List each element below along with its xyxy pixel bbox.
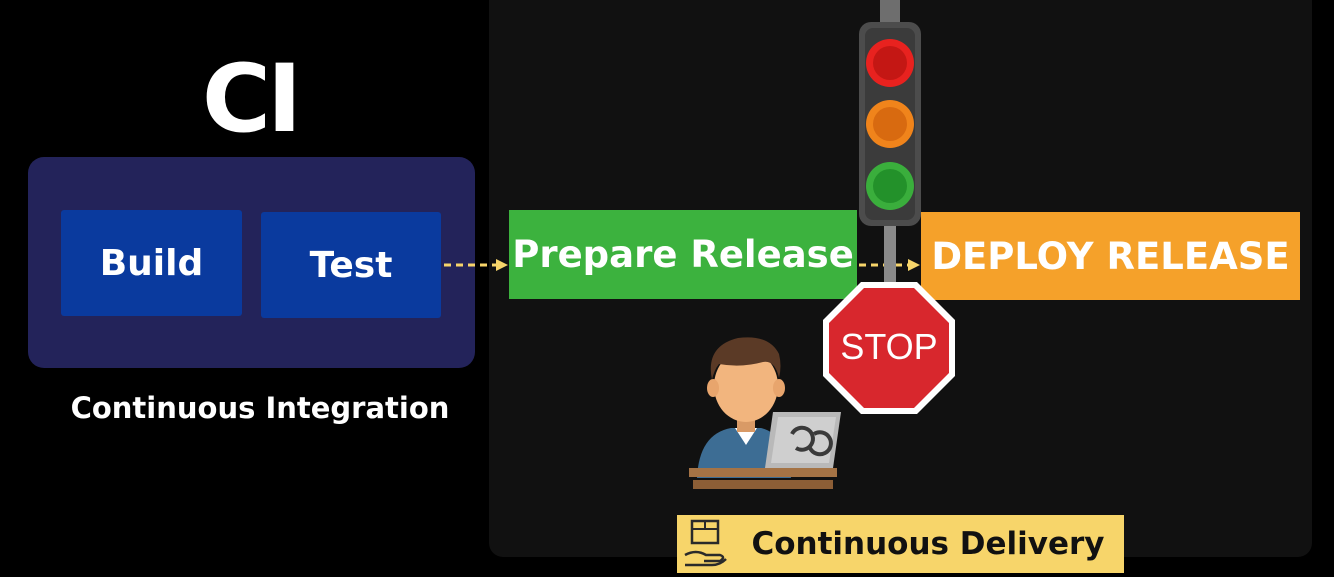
deploy-release-step: DEPLOY RELEASE: [921, 212, 1300, 300]
build-step: Build: [61, 210, 242, 316]
prepare-release-step: Prepare Release: [509, 210, 857, 299]
stop-sign-text: STOP: [840, 326, 938, 367]
package-hand-icon: [684, 519, 727, 567]
stop-sign-icon: [823, 282, 955, 414]
continuous-delivery-label: Continuous Delivery: [751, 526, 1105, 562]
arrow-test-to-prepare: [444, 259, 508, 271]
traffic-light-icon: [859, 0, 921, 300]
ci-title: CI: [202, 45, 302, 154]
ci-caption: Continuous Integration: [70, 391, 450, 425]
test-step: Test: [261, 212, 441, 318]
continuous-delivery-banner: [677, 515, 1124, 573]
developer-laptop-icon: [689, 337, 841, 489]
